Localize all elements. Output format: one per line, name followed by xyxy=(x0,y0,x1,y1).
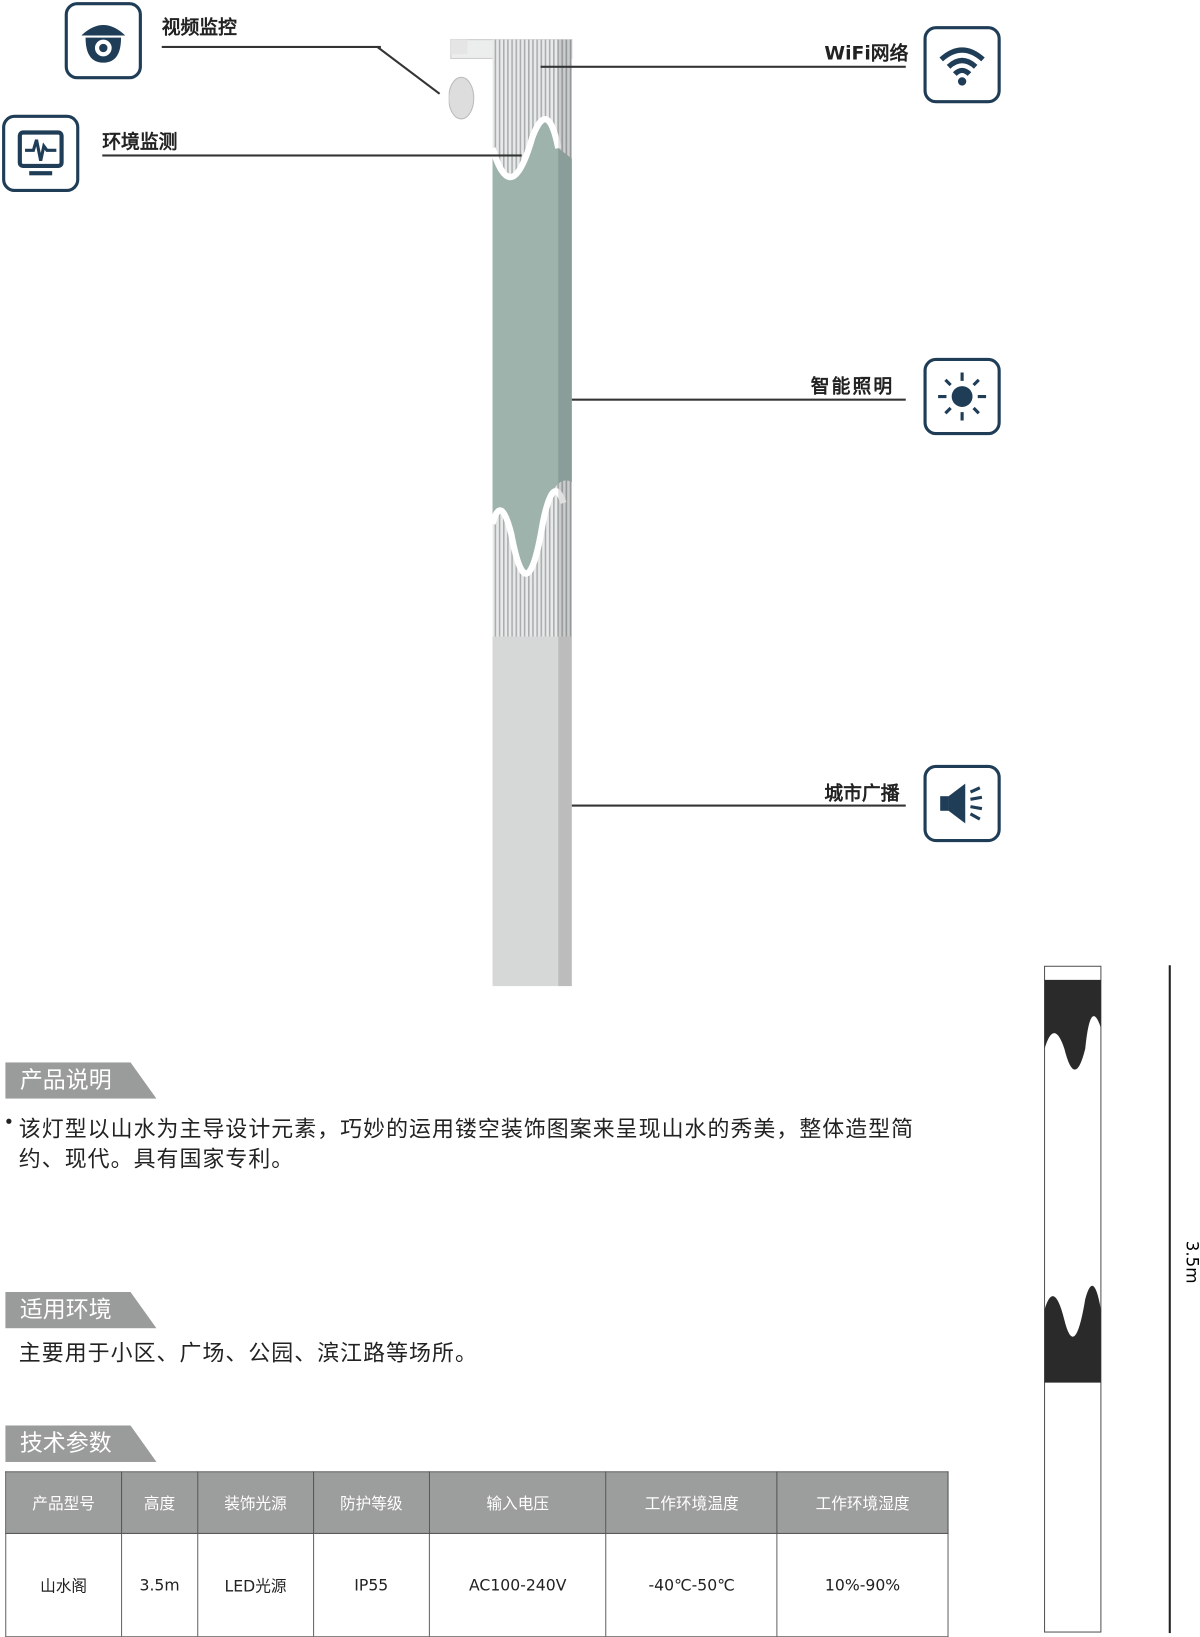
bullet xyxy=(6,1118,12,1124)
feature-label-env: 环境监测 xyxy=(102,131,178,154)
section-title-environment: 适用环境 xyxy=(5,1291,157,1329)
callout-line xyxy=(540,65,906,68)
feature-label-video: 视频监控 xyxy=(161,16,237,39)
table-cell: AC100-240V xyxy=(428,1532,607,1637)
spec-table: 产品型号 高度 装饰光源 防护等级 输入电压 工作环境温度 工作环境湿度 山水阁… xyxy=(5,1471,949,1637)
table-cell: 10%-90% xyxy=(776,1532,949,1637)
sun-icon xyxy=(923,357,1001,436)
table-header: 产品型号 xyxy=(5,1471,123,1534)
table-row: 山水阁 3.5m LED光源 IP55 AC100-240V -40℃-50℃ … xyxy=(5,1532,949,1637)
callout-line xyxy=(571,398,906,401)
dome-camera-icon xyxy=(64,2,142,80)
table-cell: -40℃-50℃ xyxy=(605,1532,778,1637)
table-cell: LED光源 xyxy=(197,1532,314,1637)
section-title-spec: 技术参数 xyxy=(5,1425,157,1462)
callout-line xyxy=(161,45,381,48)
monitor-pulse-icon xyxy=(2,114,80,193)
callout-line xyxy=(571,804,906,807)
table-header: 工作环境湿度 xyxy=(776,1471,949,1534)
table-cell: 山水阁 xyxy=(5,1532,123,1637)
table-cell: IP55 xyxy=(312,1532,430,1637)
table-header-row: 产品型号 高度 装饰光源 防护等级 输入电压 工作环境温度 工作环境湿度 xyxy=(5,1471,949,1534)
callout-line xyxy=(376,45,441,95)
table-header: 输入电压 xyxy=(428,1471,607,1534)
table-header: 装饰光源 xyxy=(197,1471,314,1534)
speaker-icon xyxy=(923,764,1001,843)
table-header: 工作环境温度 xyxy=(605,1471,778,1534)
dimension-label: 3.5m xyxy=(1182,1240,1200,1284)
feature-label-light: 智能照明 xyxy=(810,375,895,398)
description-text: 该灯型以山水为主导设计元素，巧妙的运用镂空装饰图案来呈现山水的秀美，整体造型简约… xyxy=(18,1116,915,1172)
table-header: 防护等级 xyxy=(312,1471,430,1534)
table-header: 高度 xyxy=(120,1471,199,1534)
dimension-line xyxy=(1168,965,1171,1634)
callout-line xyxy=(102,154,522,157)
feature-label-wifi: WiFi网络 xyxy=(824,42,909,65)
lamp-pole-side-view xyxy=(1044,965,1102,1633)
wifi-icon xyxy=(923,26,1001,104)
environment-text: 主要用于小区、广场、公园、滨江路等场所。 xyxy=(18,1340,478,1366)
table-cell: 3.5m xyxy=(120,1532,199,1637)
lamp-pole-illustration xyxy=(448,33,574,988)
section-title-description: 产品说明 xyxy=(5,1062,157,1099)
feature-label-broadcast: 城市广播 xyxy=(824,782,900,805)
